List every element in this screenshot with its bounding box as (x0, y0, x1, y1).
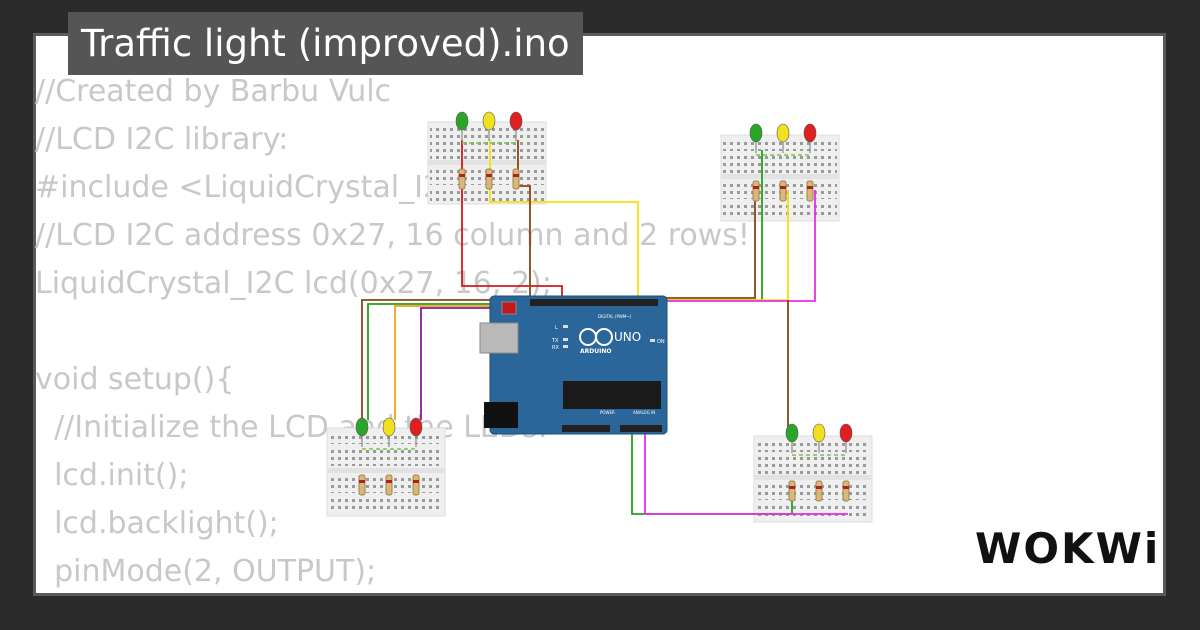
project-title: Traffic light (improved).ino (68, 12, 583, 75)
resistor-band (359, 480, 365, 483)
breadboard-top-left[interactable] (427, 121, 547, 205)
led-red[interactable] (409, 417, 423, 437)
code-line: lcd.backlight(); (35, 506, 279, 541)
resistor-band (843, 486, 849, 489)
led-yellow[interactable] (776, 123, 790, 143)
led-red[interactable] (803, 123, 817, 143)
wire-red-tl[interactable] (461, 140, 563, 300)
breadboard-bottom-left[interactable] (326, 427, 446, 517)
traffic-light-tr[interactable] (749, 123, 817, 202)
led-red[interactable] (839, 423, 853, 443)
analog-header-label: ANALOG IN (633, 410, 655, 415)
wire-brown-tl[interactable] (517, 140, 531, 300)
traffic-light-tl[interactable] (455, 111, 523, 190)
code-line: void setup(){ (35, 362, 235, 397)
led-red[interactable] (509, 111, 523, 131)
digital-header-label: DIGITAL (PWM~) (598, 314, 632, 319)
resistor-band (486, 174, 492, 177)
resistor[interactable] (806, 180, 814, 202)
resistor[interactable] (788, 480, 796, 502)
code-line: LiquidCrystal_I2C lcd(0x27, 16, 2); (35, 266, 552, 301)
on-led-label: ON (657, 339, 665, 345)
resistor[interactable] (815, 480, 823, 502)
resistor[interactable] (458, 168, 466, 190)
resistor-band (513, 174, 519, 177)
led-yellow[interactable] (812, 423, 826, 443)
resistor-band (413, 480, 419, 483)
code-line: pinMode(2, OUTPUT); (35, 554, 377, 589)
led-green[interactable] (785, 423, 799, 443)
code-line: //LCD I2C address 0x27, 16 column and 2 … (35, 218, 750, 253)
microcontroller-chip (563, 381, 661, 409)
resistor[interactable] (485, 168, 493, 190)
led-yellow[interactable] (482, 111, 496, 131)
code-line: //LCD I2C library: (35, 122, 289, 157)
led-green[interactable] (749, 123, 763, 143)
resistor[interactable] (512, 168, 520, 190)
dc-jack[interactable] (484, 402, 518, 428)
led-green[interactable] (355, 417, 369, 437)
wire-brown-main[interactable] (361, 299, 520, 420)
resistor[interactable] (358, 474, 366, 496)
tx-led-label: TX (551, 338, 559, 344)
power-header-label: POWER (600, 410, 615, 415)
wokwi-logo: WOKWi (975, 524, 1161, 573)
breadboard-bottom-right[interactable] (753, 435, 873, 523)
traffic-light-br[interactable] (785, 423, 853, 502)
resistor[interactable] (385, 474, 393, 496)
wire-orange-bl[interactable] (394, 305, 535, 420)
code-line: //Created by Barbu Vulc (35, 74, 392, 109)
resistor-band (459, 174, 465, 177)
arduino-uno-board[interactable]: UNO ARDUINO DIGITAL (PWM~) POWER ANALOG … (479, 295, 668, 435)
wire-magenta-tr[interactable] (645, 190, 816, 302)
traffic-light-bl[interactable] (355, 417, 423, 496)
resistor-band (386, 480, 392, 483)
resistor-band (816, 486, 822, 489)
resistor-band (789, 486, 795, 489)
resistor-band (753, 186, 759, 189)
breadboard-top-right[interactable] (720, 134, 840, 222)
resistor[interactable] (779, 180, 787, 202)
reset-button[interactable] (501, 301, 517, 315)
code-preview: //Created by Barbu Vulc //LCD I2C library… (35, 68, 750, 596)
arduino-brand-label: ARDUINO (580, 348, 611, 355)
code-line: lcd.init(); (35, 458, 189, 493)
l-led-label: L (555, 325, 558, 331)
led-green[interactable] (455, 111, 469, 131)
wire-green-bl[interactable] (367, 303, 530, 420)
resistor-band (807, 186, 813, 189)
arduino-uno-label: UNO (614, 330, 641, 344)
resistor[interactable] (842, 480, 850, 502)
led-yellow[interactable] (382, 417, 396, 437)
resistor[interactable] (752, 180, 760, 202)
rx-led-label: RX (552, 345, 559, 351)
code-line: #include <LiquidCrystal_I2C.h> (35, 170, 517, 205)
resistor[interactable] (412, 474, 420, 496)
resistor-band (780, 186, 786, 189)
usb-port[interactable] (479, 322, 519, 354)
